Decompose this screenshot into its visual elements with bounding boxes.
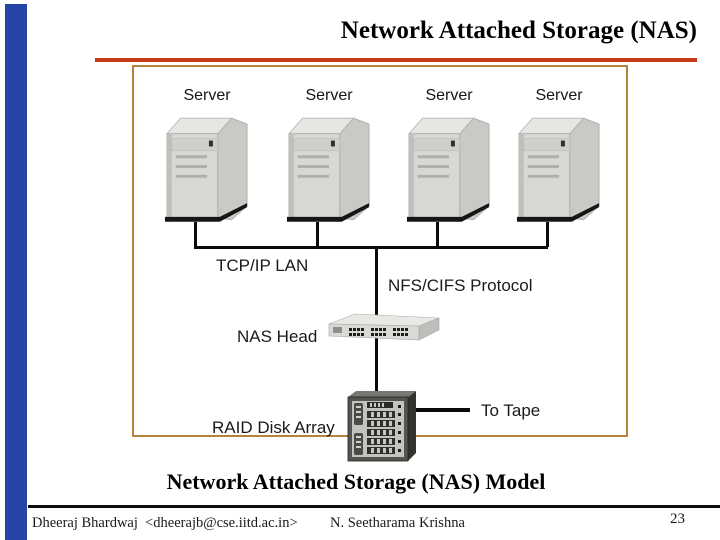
server-icon xyxy=(406,117,490,222)
protocol-label: NFS/CIFS Protocol xyxy=(388,276,533,295)
server-icon xyxy=(164,117,248,222)
nas-head-icon xyxy=(328,313,440,341)
title-underline-rule xyxy=(95,58,697,62)
server-label: Server xyxy=(535,87,583,104)
server-label: Server xyxy=(305,87,353,104)
server2-drop-line xyxy=(316,222,319,247)
lan-bus-line xyxy=(194,246,548,249)
raid-label: RAID Disk Array xyxy=(212,418,335,437)
slide-title: Network Attached Storage (NAS) xyxy=(340,17,697,44)
left-accent-bar xyxy=(5,4,27,540)
server-label: Server xyxy=(425,87,473,104)
server1-drop-line xyxy=(194,222,197,247)
server4-drop-line xyxy=(546,222,549,247)
lan-label: TCP/IP LAN xyxy=(216,256,309,275)
server-icon xyxy=(516,117,600,222)
server-icon xyxy=(286,117,370,222)
server-group-1: Server xyxy=(162,86,252,226)
footer-presenter: N. Seetharama Krishna xyxy=(330,515,465,531)
tape-label: To Tape xyxy=(481,401,541,420)
slide-caption: Network Attached Storage (NAS) Model xyxy=(166,469,546,494)
server3-drop-line xyxy=(436,222,439,247)
nas-head-label: NAS Head xyxy=(237,327,318,346)
server-group-2: Server xyxy=(284,86,374,226)
raid-array-icon xyxy=(347,391,416,462)
footer-divider xyxy=(28,505,720,508)
server-label: Server xyxy=(183,87,231,104)
footer-author: Dheeraj Bhardwaj <dheerajb@cse.iitd.ac.i… xyxy=(32,515,298,531)
server-group-3: Server xyxy=(404,86,494,226)
server-group-4: Server xyxy=(514,86,604,226)
page-number: 23 xyxy=(670,511,685,527)
tape-line xyxy=(416,408,470,412)
